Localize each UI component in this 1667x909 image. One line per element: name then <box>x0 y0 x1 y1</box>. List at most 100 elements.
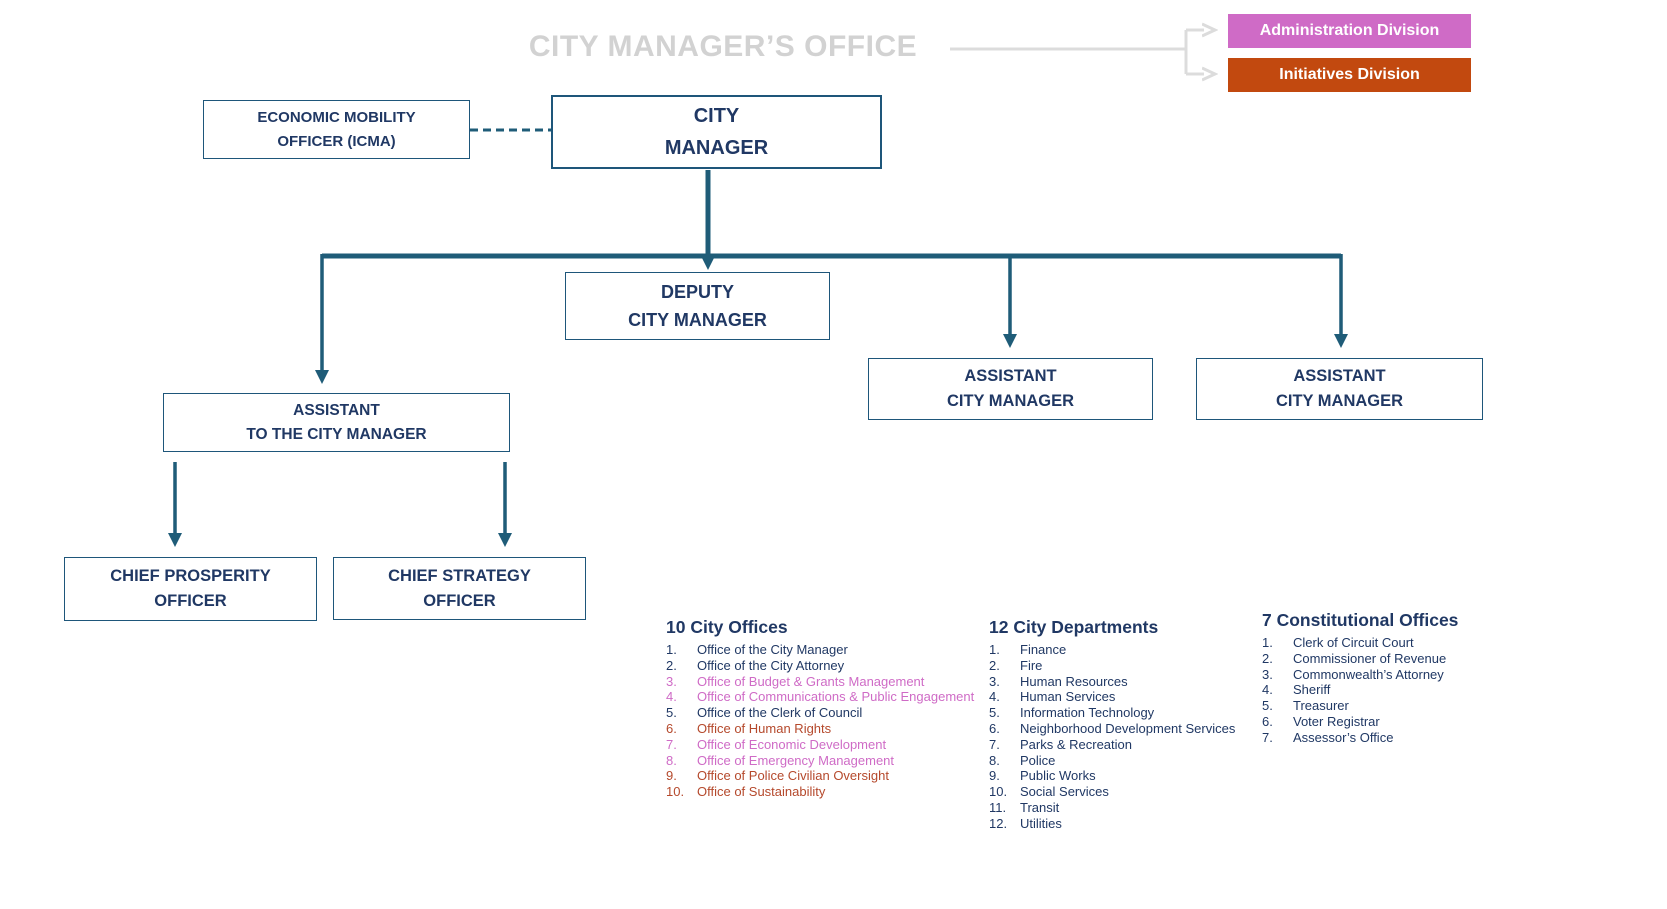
box-label-line: CITY MANAGER <box>946 392 1075 410</box>
box-label-line: TO THE CITY MANAGER <box>246 425 427 443</box>
list-item-number: 1. <box>989 642 1000 657</box>
city-departments-items: 1. Finance 2. Fire 3. Human Resources 4.… <box>989 642 1254 832</box>
box-deputy-city-manager: DEPUTY CITY MANAGER <box>565 272 830 340</box>
list-item: 9. Office of Police Civilian Oversight <box>666 768 986 784</box>
city-offices-items: 1. Office of the City Manager 2. Office … <box>666 642 986 800</box>
list-item-label: Clerk of Circuit Court <box>1293 635 1414 650</box>
list-item: 2. Fire <box>989 658 1254 674</box>
list-item-number: 8. <box>666 752 677 768</box>
list-item-number: 9. <box>989 768 1000 784</box>
list-item: 8. Police <box>989 753 1254 769</box>
list-item-label: Office of Police Civilian Oversight <box>697 768 889 784</box>
list-item: 6. Voter Registrar <box>1262 714 1502 730</box>
list-item-label: Office of Budget & Grants Management <box>697 673 925 689</box>
constitutional-offices-list: 7 Constitutional Offices 1. Clerk of Cir… <box>1262 610 1502 746</box>
list-item: 7. Office of Economic Development <box>666 737 986 753</box>
list-item-number: 1. <box>1262 635 1273 650</box>
list-item-label: Human Services <box>1020 689 1116 705</box>
city-offices-heading: 10 City Offices <box>666 617 788 637</box>
list-item-number: 3. <box>666 673 677 689</box>
list-item-label: Office of Emergency Management <box>697 752 895 768</box>
box-label-line: ASSISTANT <box>964 367 1057 385</box>
box-assistant-city-manager-2: ASSISTANT CITY MANAGER <box>1196 358 1483 420</box>
list-item-number: 12. <box>989 815 1008 831</box>
list-item-label: Office of the City Attorney <box>697 657 845 673</box>
list-item-label: Finance <box>1020 642 1067 657</box>
box-label-line: CITY MANAGER <box>628 310 767 330</box>
box-label-line: CITY <box>693 105 740 127</box>
list-item-label: Parks & Recreation <box>1020 736 1132 752</box>
list-item: 7. Parks & Recreation <box>989 737 1254 753</box>
list-item-number: 2. <box>666 657 677 673</box>
list-item: 6. Office of Human Rights <box>666 721 986 737</box>
list-item: 5. Office of the Clerk of Council <box>666 705 986 721</box>
list-item: 10. Office of Sustainability <box>666 784 986 800</box>
list-item-label: Commissioner of Revenue <box>1293 650 1447 666</box>
list-item: 5. Information Technology <box>989 705 1254 721</box>
list-item-number: 7. <box>989 736 1000 752</box>
list-item-label: Fire <box>1020 657 1043 673</box>
list-item-label: Office of Economic Development <box>697 736 887 752</box>
list-item-number: 2. <box>989 657 1000 673</box>
list-item-number: 5. <box>989 705 1000 721</box>
list-item-label: Utilities <box>1020 815 1062 831</box>
list-item-number: 2. <box>1262 650 1273 666</box>
list-item-number: 4. <box>666 689 677 705</box>
list-item: 12. Utilities <box>989 816 1254 832</box>
list-item: 10. Social Services <box>989 784 1254 800</box>
list-item: 1. Clerk of Circuit Court <box>1262 635 1502 651</box>
list-item-label: Office of the City Manager <box>697 642 848 657</box>
list-item-number: 6. <box>1262 713 1273 729</box>
list-item: 7. Assessor’s Office <box>1262 730 1502 746</box>
list-item-label: Office of the Clerk of Council <box>697 705 863 721</box>
box-label-line: MANAGER <box>664 137 769 159</box>
list-item-label: Treasurer <box>1293 698 1349 714</box>
list-item-number: 8. <box>989 752 1000 768</box>
list-item-label: Voter Registrar <box>1293 713 1380 729</box>
box-chief-prosperity-officer: CHIEF PROSPERITY OFFICER <box>64 557 317 621</box>
box-assistant-city-manager-1: ASSISTANT CITY MANAGER <box>868 358 1153 420</box>
administration-division-badge: Administration Division <box>1228 14 1471 48</box>
list-item: 4. Human Services <box>989 689 1254 705</box>
list-item-label: Human Resources <box>1020 673 1128 689</box>
city-departments-heading: 12 City Departments <box>989 617 1159 637</box>
list-item: 3. Office of Budget & Grants Management <box>666 674 986 690</box>
list-item-label: Neighborhood Development Services <box>1020 720 1236 736</box>
hierarchy-lines <box>168 170 1348 547</box>
box-city-manager: CITY MANAGER <box>551 95 882 169</box>
list-item-label: Police <box>1020 752 1056 768</box>
list-item: 6. Neighborhood Development Services <box>989 721 1254 737</box>
list-item-number: 4. <box>989 689 1000 705</box>
list-item-number: 5. <box>666 705 677 721</box>
box-label-line: CITY MANAGER <box>1275 392 1404 410</box>
initiatives-division-badge: Initiatives Division <box>1228 58 1471 92</box>
list-item: 1. Finance <box>989 642 1254 658</box>
list-item-label: Office of Communications & Public Engage… <box>697 689 975 705</box>
list-item: 3. Human Resources <box>989 674 1254 690</box>
box-label-line: DEPUTY <box>660 282 734 302</box>
list-item-label: Office of Sustainability <box>697 784 826 800</box>
list-item-label: Sheriff <box>1293 682 1331 698</box>
box-label-line: OFFICER <box>423 591 496 610</box>
list-item-number: 7. <box>666 736 677 752</box>
list-item-number: 3. <box>1262 666 1273 682</box>
box-label-line: OFFICER (ICMA) <box>277 132 396 150</box>
page-title: CITY MANAGER’S OFFICE <box>528 30 918 63</box>
list-item: 1. Office of the City Manager <box>666 642 986 658</box>
list-item-label: Assessor’s Office <box>1293 729 1394 745</box>
list-item: 2. Office of the City Attorney <box>666 658 986 674</box>
list-item-number: 4. <box>1262 682 1273 698</box>
list-item-label: Public Works <box>1020 768 1096 784</box>
list-item-label: Office of Human Rights <box>697 720 832 736</box>
list-item-number: 9. <box>666 768 677 784</box>
box-label-line: OFFICER <box>154 592 227 610</box>
list-item-label: Commonwealth’s Attorney <box>1293 666 1444 682</box>
list-item: 8. Office of Emergency Management <box>666 753 986 769</box>
list-item-number: 6. <box>666 720 677 736</box>
box-label-line: ASSISTANT <box>293 401 380 419</box>
list-item-label: Transit <box>1020 799 1060 815</box>
box-label-line: ECONOMIC MOBILITY <box>257 108 416 126</box>
list-item-number: 6. <box>989 720 1000 736</box>
box-economic-mobility-officer: ECONOMIC MOBILITY OFFICER (ICMA) <box>203 100 470 159</box>
